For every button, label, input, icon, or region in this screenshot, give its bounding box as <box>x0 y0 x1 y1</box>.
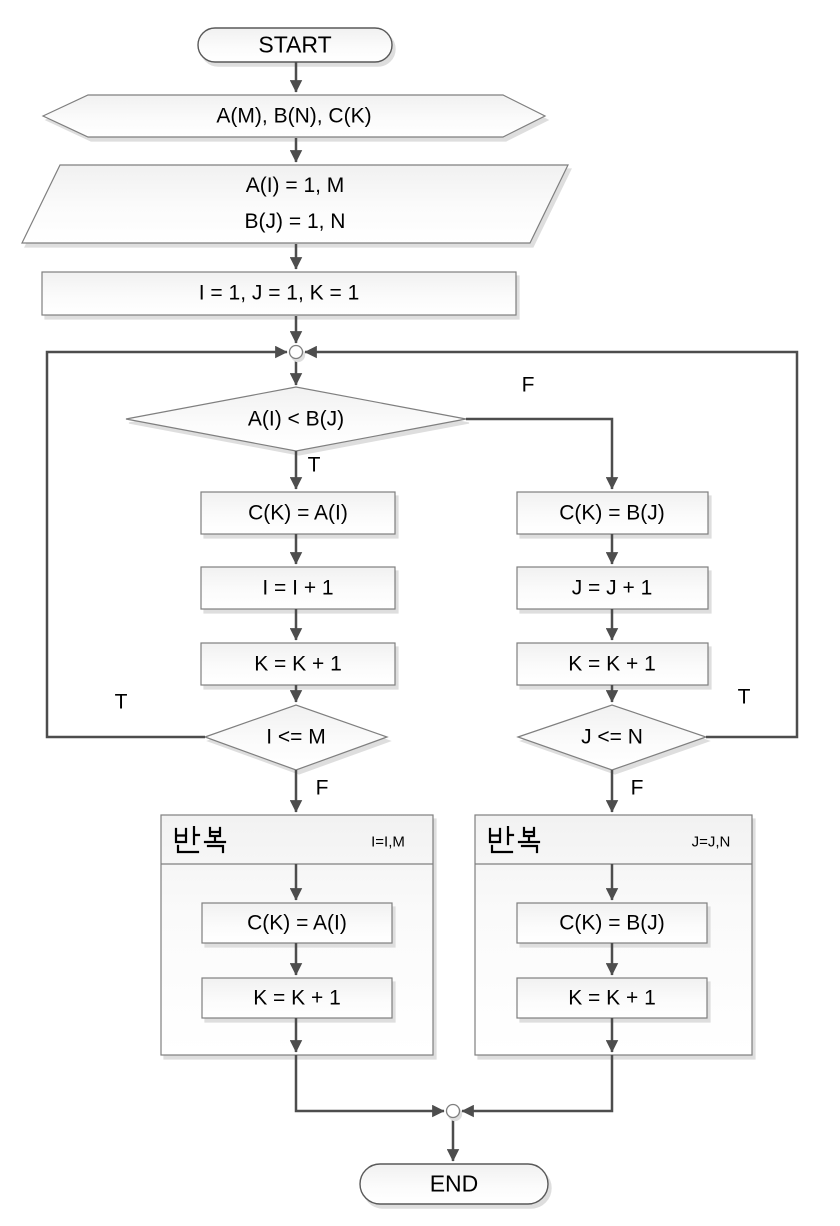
init-label: I = 1, J = 1, K = 1 <box>198 281 360 305</box>
edge-label-true-left: T <box>114 690 128 714</box>
input-line1: A(I) = 1, M <box>245 174 345 197</box>
left-loop-range-label: I=I,M <box>371 833 405 851</box>
right-increment-shape <box>516 566 709 610</box>
right-increment-label: J = J + 1 <box>571 576 653 600</box>
right-decision-label: J <= N <box>581 725 643 749</box>
declare-hexagon-shape <box>41 94 547 138</box>
start-label: START <box>258 31 332 58</box>
left-assign-shape <box>200 491 396 535</box>
input-line2: B(J) = 1, N <box>244 210 346 233</box>
left-increment-label: I = I + 1 <box>262 576 334 600</box>
edge-right-decision-true-loopback <box>304 345 799 739</box>
top-junction-circle <box>288 344 304 360</box>
edge-left-decision-true-loopback <box>45 345 288 739</box>
left-assign-label: C(K) = A(I) <box>248 501 348 525</box>
left-increment-k-shape <box>200 642 396 686</box>
edge-label-false-left: F <box>315 776 329 800</box>
edge-label-true-right: T <box>737 685 751 709</box>
hangul-banbok-glyph <box>488 826 541 854</box>
right-loop-increment-k-label: K = K + 1 <box>568 986 656 1010</box>
right-assign-label: C(K) = B(J) <box>559 501 665 525</box>
edge-left-to-end-junction <box>294 1055 445 1118</box>
left-decision-label: I <= M <box>266 725 326 749</box>
edge-decision-false-right <box>466 417 619 490</box>
declare-label: A(M), B(N), C(K) <box>216 104 372 128</box>
edge-label-false-main: F <box>521 373 535 397</box>
left-increment-k-label: K = K + 1 <box>254 652 342 676</box>
right-loop-range-label: J=J,N <box>691 833 731 851</box>
input-label: A(I) = 1, M B(J) = 1, N <box>245 168 346 240</box>
input-parallelogram-shape <box>21 164 569 244</box>
left-loop-increment-k-label: K = K + 1 <box>253 986 341 1010</box>
left-loop-increment-k-shape <box>201 977 393 1019</box>
right-loop-assign-label: C(K) = B(J) <box>559 911 665 935</box>
right-increment-k-label: K = K + 1 <box>568 652 656 676</box>
end-terminator-shape <box>359 1163 549 1205</box>
right-assign-shape <box>516 491 709 535</box>
left-loop-assign-label: C(K) = A(I) <box>247 911 347 935</box>
bottom-junction-circle <box>445 1103 461 1119</box>
right-increment-k-shape <box>516 642 709 686</box>
edge-right-to-end-junction <box>461 1055 614 1118</box>
init-process-shape <box>41 271 517 316</box>
left-increment-shape <box>200 566 396 610</box>
main-decision-label: A(I) < B(J) <box>247 407 345 431</box>
left-decision-diamond-shape <box>203 704 389 771</box>
edge-label-true-main: T <box>307 453 321 477</box>
right-loop-assign-shape <box>516 902 708 944</box>
hangul-banbok-glyph <box>174 826 227 854</box>
edge-label-false-right: F <box>630 776 644 800</box>
end-label: END <box>429 1170 479 1197</box>
right-loop-increment-k-shape <box>516 977 708 1019</box>
